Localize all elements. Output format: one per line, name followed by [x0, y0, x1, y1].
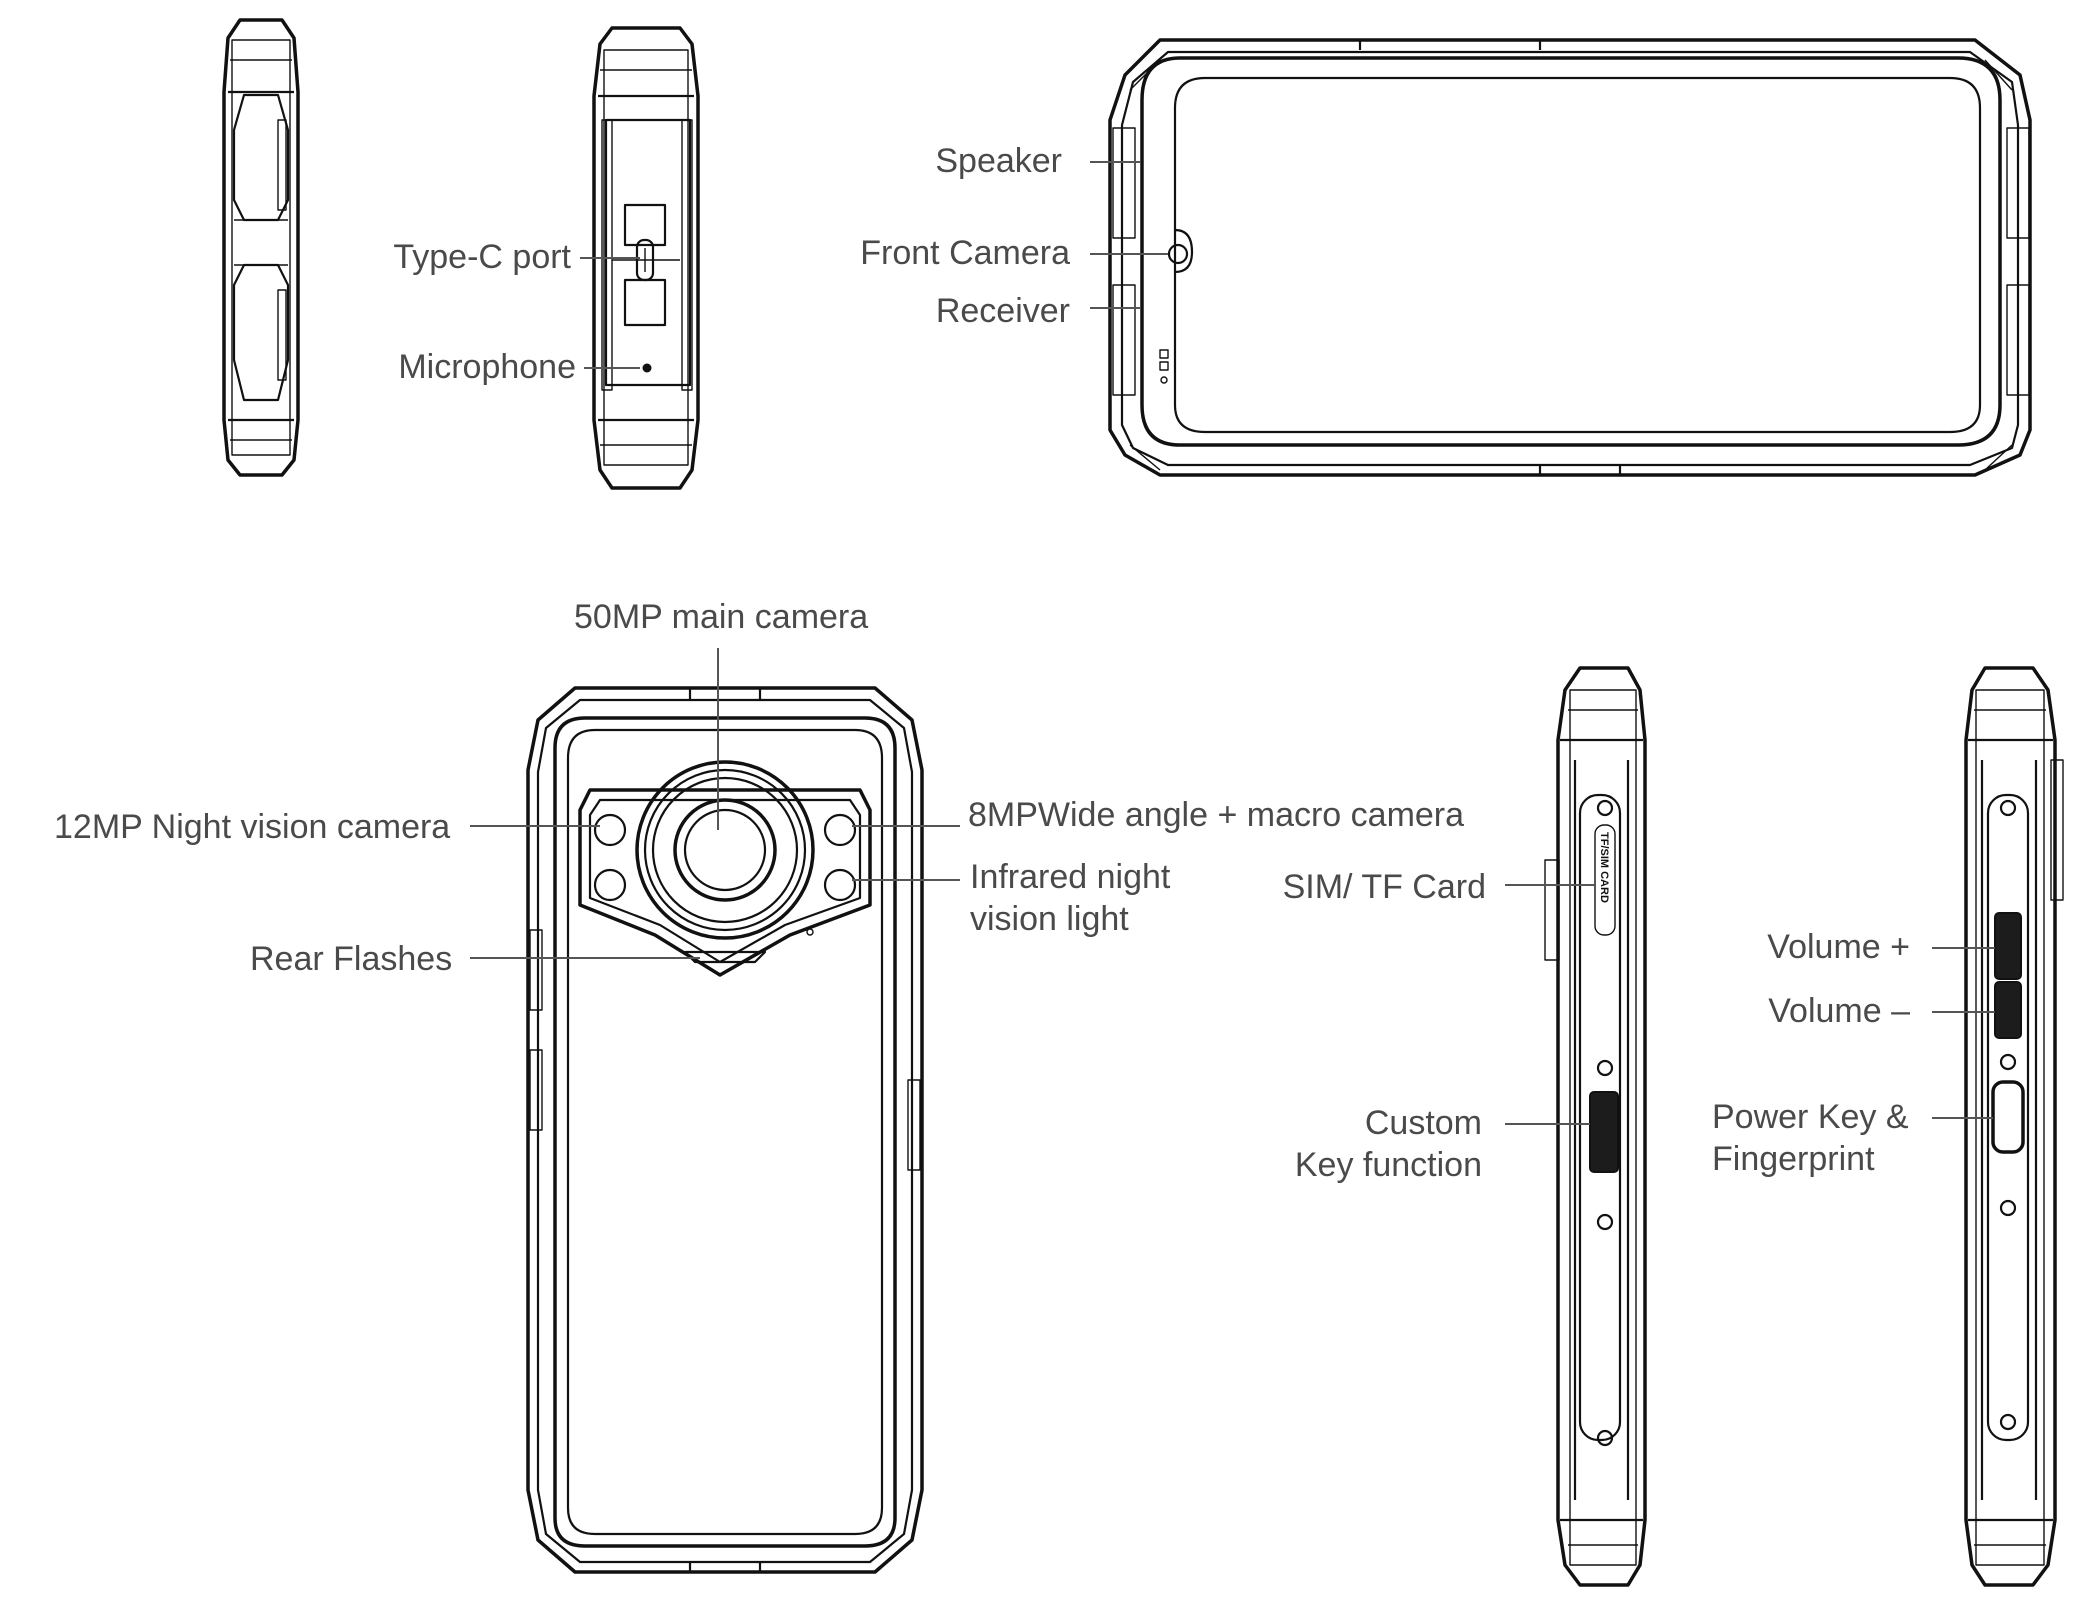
volume-up-label: Volume + — [1767, 928, 1910, 966]
phone-bottom-edge-view — [592, 26, 700, 490]
phone-top-view-left — [222, 18, 300, 477]
infrared-light-label-line1: Infrared night — [970, 858, 1171, 896]
receiver-label: Receiver — [935, 292, 1070, 330]
microphone-hole-icon — [642, 363, 652, 373]
main-camera-label: 50MP main camera — [574, 598, 869, 636]
wide-macro-camera-label: 8MPWide angle + macro camera — [968, 796, 1465, 834]
custom-key-label-line1: Custom — [1364, 1104, 1482, 1142]
sim-tray-text: TF/SIM CARD — [1598, 832, 1610, 903]
rear-flashes-label: Rear Flashes — [250, 940, 453, 978]
custom-key-label-line2: Key function — [1294, 1146, 1482, 1184]
sim-tf-card-label: SIM/ TF Card — [1282, 868, 1486, 906]
phone-left-side-view: TF/SIM CARD — [1544, 666, 1647, 1587]
phone-right-side-view — [1964, 666, 2064, 1587]
fingerprint-sensor-icon — [1991, 1080, 2025, 1154]
leader-lines — [470, 161, 1995, 1125]
infrared-light-label-line2: vision light — [970, 900, 1129, 938]
power-key-label-line1: Power Key & — [1712, 1098, 1909, 1136]
type-c-port-label: Type-C port — [393, 238, 571, 276]
usb-c-icon — [635, 238, 655, 282]
microphone-label: Microphone — [398, 348, 576, 386]
phone-rear-view — [526, 686, 924, 1574]
night-vision-camera-label: 12MP Night vision camera — [54, 808, 451, 846]
speaker-label: Speaker — [935, 142, 1062, 180]
front-camera-icon — [1167, 243, 1189, 265]
front-camera-label: Front Camera — [860, 234, 1070, 272]
volume-down-label: Volume – — [1768, 992, 1910, 1030]
phone-front-view — [1108, 38, 2032, 477]
power-key-label-line2: Fingerprint — [1712, 1140, 1875, 1178]
